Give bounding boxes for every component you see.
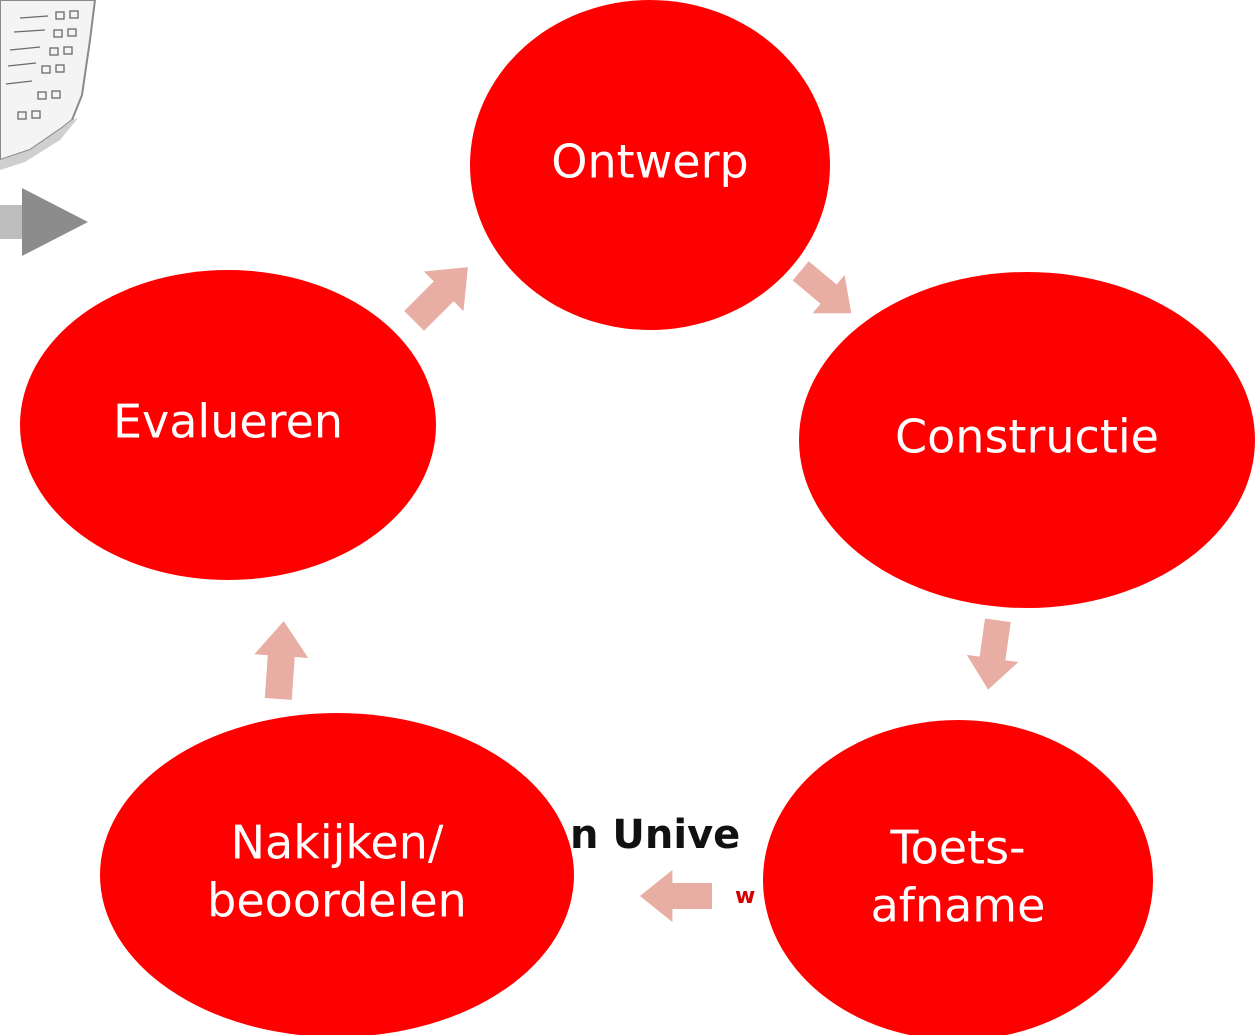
background-logo-subtext: w xyxy=(735,884,755,909)
test-paper-icon xyxy=(0,0,97,170)
node-constructie: Constructie xyxy=(799,272,1255,608)
node-toetsafname-shape xyxy=(763,720,1153,1035)
node-constructie-label: Constructie xyxy=(895,410,1159,464)
arrow-nakijken-to-evalueren xyxy=(254,621,309,700)
node-nakijken-label: Nakijken/ xyxy=(231,816,444,870)
node-nakijken-label: beoordelen xyxy=(207,874,467,928)
node-ontwerp-label: Ontwerp xyxy=(551,135,748,189)
node-toetsafname-label: afname xyxy=(871,879,1046,933)
background-logo-text: n Unive xyxy=(570,812,740,858)
node-evalueren: Evalueren xyxy=(20,270,436,580)
node-toetsafname-label: Toets- xyxy=(889,821,1025,875)
node-evalueren-label: Evalueren xyxy=(113,395,343,449)
node-evalueren-shape xyxy=(20,270,436,580)
cycle-arrows xyxy=(254,261,1019,922)
arrow-constructie-to-toetsafname xyxy=(966,618,1019,690)
arrow-evalueren-to-ontwerp xyxy=(404,267,468,331)
node-nakijken: Nakijken/beoordelen xyxy=(100,713,574,1035)
node-ontwerp-shape xyxy=(470,0,830,330)
arrow-ontwerp-to-constructie xyxy=(792,261,852,314)
arrow-toetsafname-to-nakijken xyxy=(640,870,712,922)
node-ontwerp: Ontwerp xyxy=(470,0,830,330)
gray-arrow-icon xyxy=(0,188,88,256)
node-constructie-shape xyxy=(799,272,1255,608)
node-toetsafname: Toets-afname xyxy=(763,720,1153,1035)
node-nakijken-shape xyxy=(100,713,574,1035)
